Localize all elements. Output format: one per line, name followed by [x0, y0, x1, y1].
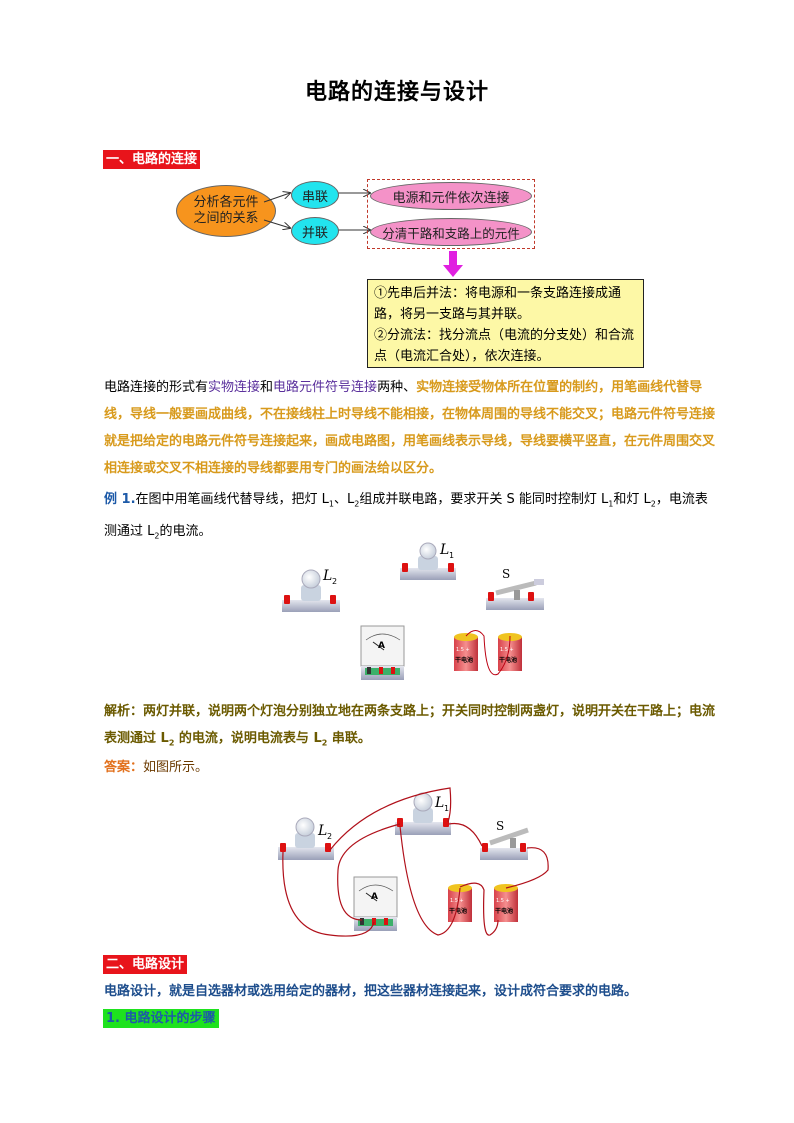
para-and: 和 — [260, 380, 274, 395]
svg-text:A: A — [371, 892, 378, 902]
svg-text:1.5 +: 1.5 + — [500, 647, 514, 653]
sub: 2 — [650, 499, 656, 509]
section-heading-1: 一、电路的连接 — [103, 150, 201, 169]
svg-text:S: S — [502, 567, 510, 581]
example-text: 组成并联电路，要求开关 S 能同时控制灯 L — [359, 492, 609, 507]
answer: 答案：如图所示。 — [104, 754, 720, 781]
svg-text:干电池: 干电池 — [455, 656, 473, 664]
colon: ： — [130, 760, 144, 775]
center-ellipse: 分析各元件 之间的关系 — [176, 185, 276, 237]
svg-text:1.5 +: 1.5 + — [456, 647, 470, 653]
sub: 1 — [328, 499, 334, 509]
analysis-text: 的电流，说明电流表与 L — [174, 731, 322, 746]
example-text: ，电流表测通过 L — [104, 492, 708, 539]
example-label: 例 1. — [104, 492, 136, 507]
series-ellipse: 串联 — [291, 181, 339, 209]
svg-text:1.5 +: 1.5 + — [496, 898, 510, 904]
section-heading-2: 二、电路设计 — [103, 955, 188, 974]
center-line-2: 之间的关系 — [193, 211, 259, 226]
analysis-label: 解析 — [104, 704, 131, 719]
sub: 2 — [321, 738, 328, 748]
page-title: 电路的连接与设计 — [304, 80, 489, 105]
sub: 2 — [154, 531, 160, 541]
design-paragraph: 电路设计，就是自选器材或选用给定的器材，把这些器材连接起来，设计成符合要求的电路… — [104, 984, 638, 999]
example-text: 的电流。 — [159, 523, 212, 539]
svg-text:干电池: 干电池 — [449, 907, 467, 915]
parallel-ellipse: 并联 — [291, 217, 339, 245]
svg-text:1: 1 — [449, 551, 454, 560]
method-2: ②分流法：找分流点（电流的分支处）和合流点（电流汇合处），依次连接。 — [374, 328, 635, 364]
method-1: ①先串后并法：将电源和一条支路连接成通路，将另一支路与其并联。 — [374, 286, 622, 322]
svg-text:S: S — [496, 819, 504, 833]
example-text: 在图中用笔画线代替导线，把灯 L — [135, 492, 329, 507]
svg-text:L: L — [317, 823, 327, 839]
para-intro: 电路连接的形式有 — [104, 380, 209, 395]
answer-text: 如图所示。 — [143, 760, 209, 775]
sub: 2 — [168, 738, 175, 748]
ammeter: A — [360, 625, 405, 680]
switch-S: S — [480, 819, 529, 860]
svg-text:L: L — [439, 542, 449, 558]
wires — [282, 787, 549, 937]
para-highlight-physical: 实物连接 — [208, 380, 261, 395]
example-text: 和灯 L — [613, 492, 651, 507]
svg-text:干电池: 干电池 — [499, 656, 517, 664]
sub: 2 — [354, 499, 360, 509]
svg-text:1.5 +: 1.5 + — [450, 898, 464, 904]
para-two-kinds: 两种、 — [377, 380, 417, 395]
methods-box: ①先串后并法：将电源和一条支路连接成通路，将另一支路与其并联。 ②分流法：找分流… — [367, 279, 644, 368]
analysis-text: 串联。 — [327, 731, 371, 746]
svg-text:干电池: 干电池 — [495, 907, 513, 915]
svg-text:L: L — [322, 568, 332, 584]
switch-S: S — [486, 567, 544, 610]
sub: 1 — [608, 499, 614, 509]
diagram-arrows — [263, 0, 463, 277]
parallel-desc-ellipse: 分清干路和支路上的元件 — [370, 218, 532, 246]
svg-text:2: 2 — [332, 577, 337, 586]
para-rules: 实物连接受物体所在位置的制约，用笔画线代替导线，导线一般要画成曲线，不在接线柱上… — [104, 380, 716, 476]
batteries: 1.5 + 干电池 1.5 + 干电池 — [454, 630, 522, 676]
colon: ： — [130, 704, 144, 719]
svg-text:2: 2 — [327, 832, 332, 841]
batteries: 1.5 + 干电池 1.5 + 干电池 — [448, 884, 518, 922]
svg-text:A: A — [378, 641, 385, 651]
ammeter: A — [353, 876, 398, 931]
center-line-1: 分析各元件 — [193, 195, 259, 210]
example-1: 例 1.在图中用笔画线代替导线，把灯 L1、L2组成并联电路，要求开关 S 能同… — [104, 486, 720, 549]
dashed-group-box — [367, 179, 535, 249]
sub-heading-steps: 1. 电路设计的步骤 — [103, 1009, 219, 1028]
series-desc-ellipse: 电源和元件依次连接 — [370, 182, 532, 210]
connection-paragraph: 电路连接的形式有实物连接和电路元件符号连接两种、实物连接受物体所在位置的制约，用… — [104, 374, 720, 482]
analysis-text: 两灯并联，说明两个灯泡分别独立地在两条支路上；开关同时控制两盏灯，说明开关在干路… — [104, 704, 716, 746]
svg-text:1: 1 — [444, 804, 449, 813]
example-text: 、L — [334, 492, 355, 507]
analysis: 解析：两灯并联，说明两个灯泡分别独立地在两条支路上；开关同时控制两盏灯，说明开关… — [104, 698, 720, 757]
answer-label: 答案 — [104, 760, 131, 775]
svg-text:L: L — [434, 795, 444, 811]
para-highlight-symbol: 电路元件符号连接 — [273, 380, 378, 395]
